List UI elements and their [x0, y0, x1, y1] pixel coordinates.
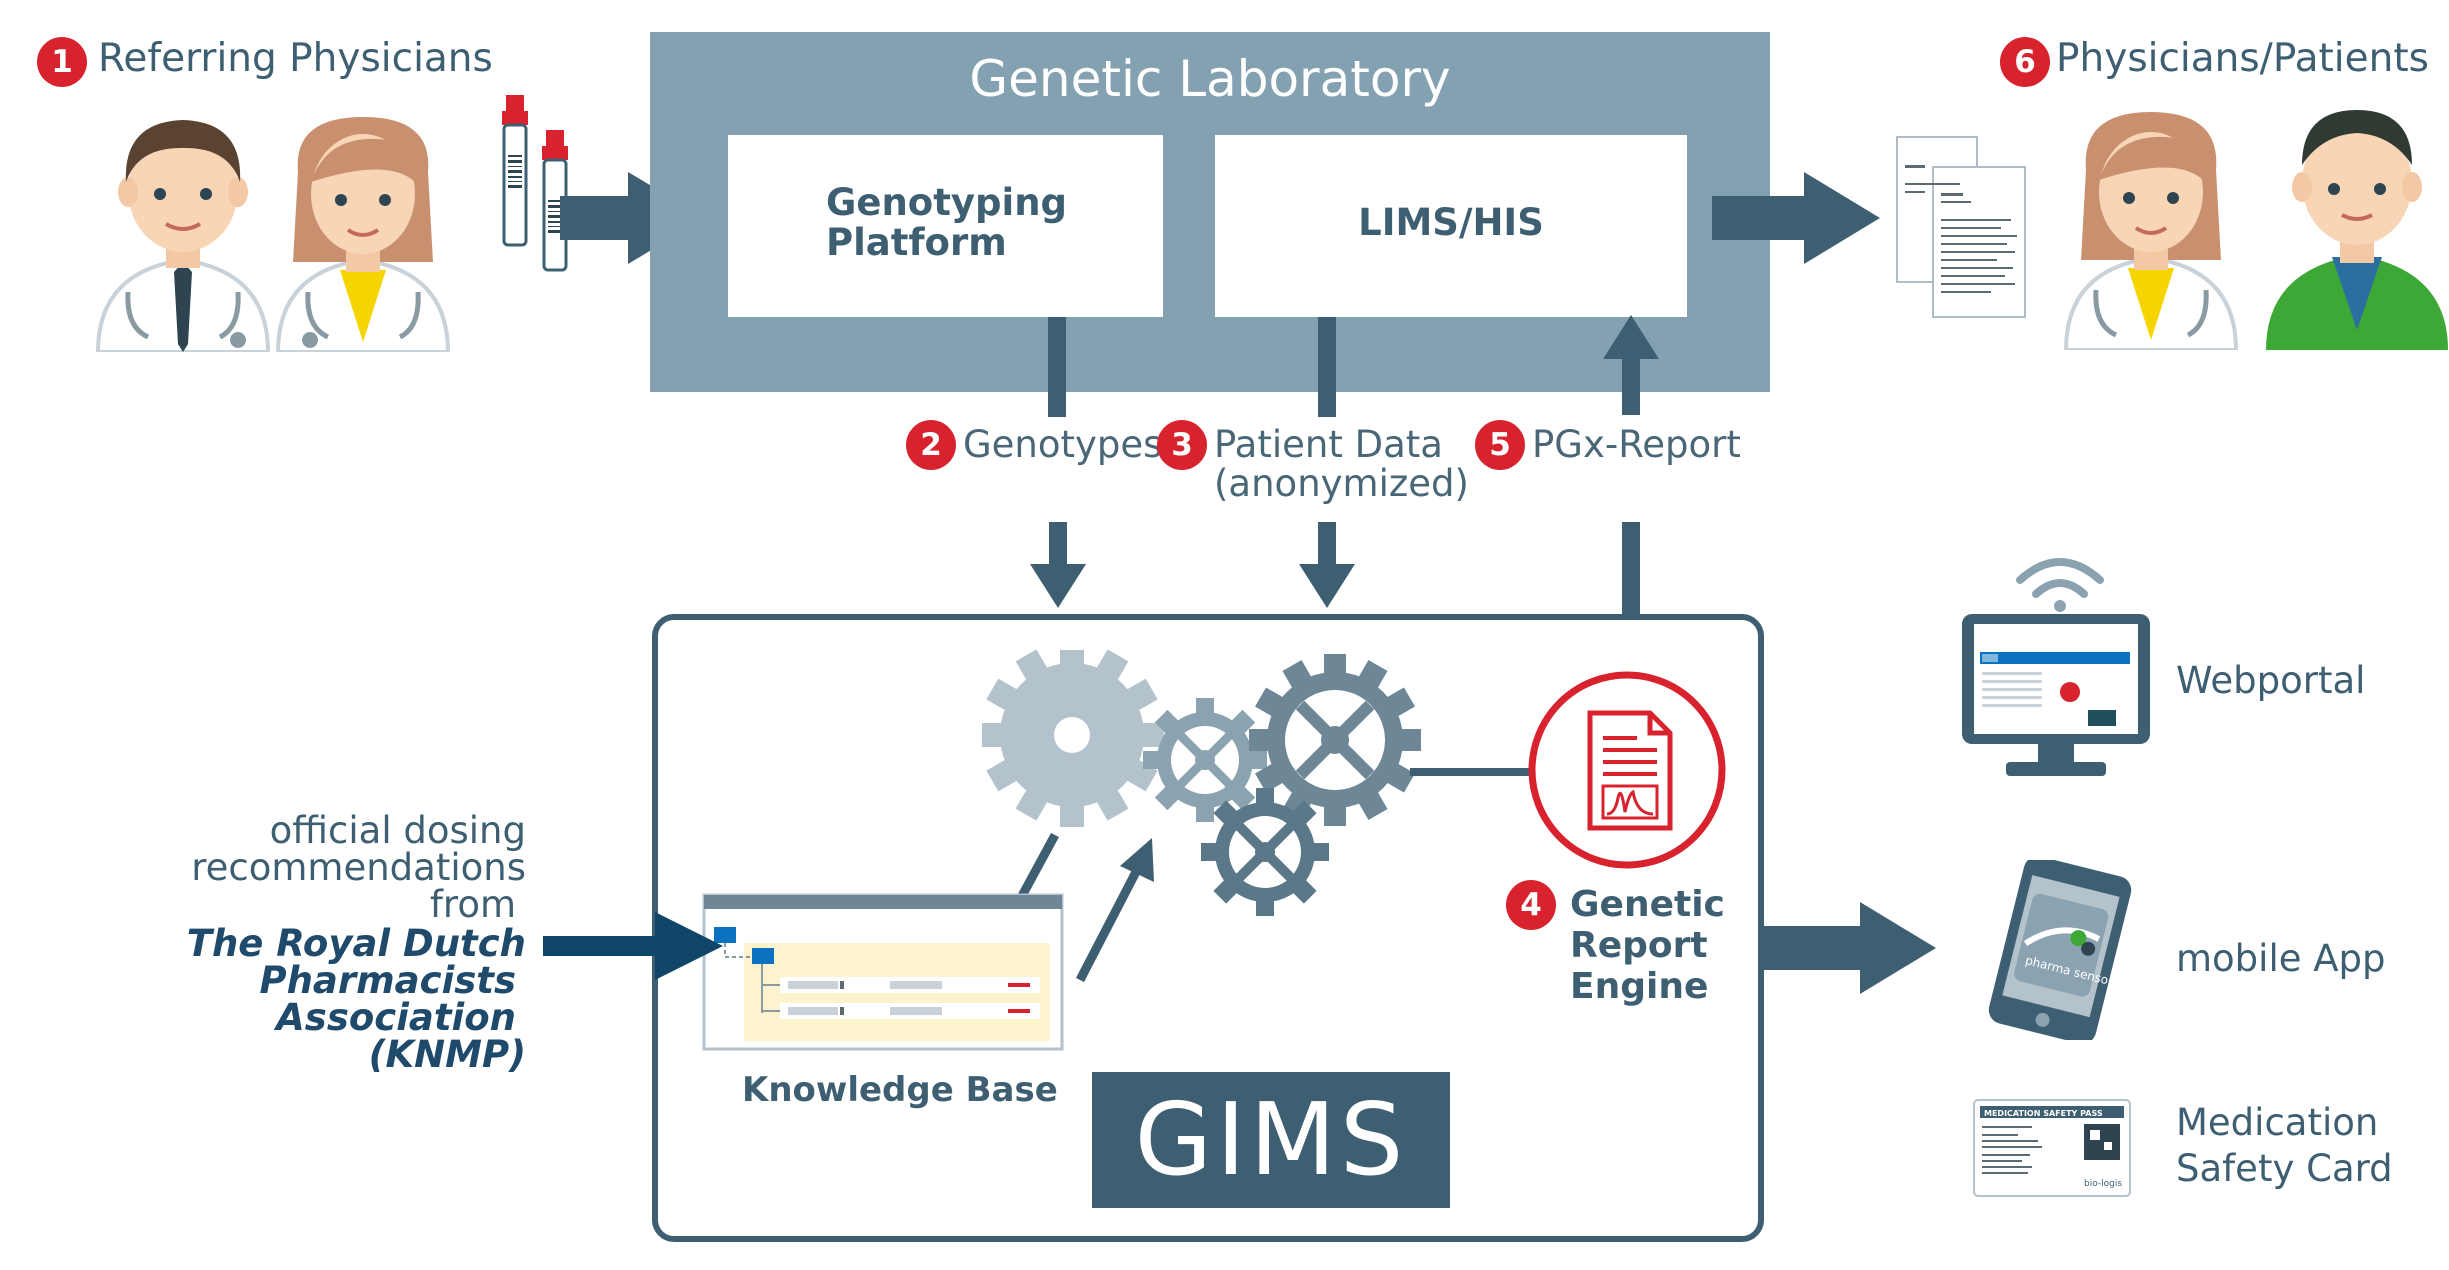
- pgx-report-label: PGx-Report: [1532, 423, 1741, 466]
- doctor-female-icon: [275, 117, 451, 352]
- genetic-report-engine-label-2: Report: [1570, 925, 1708, 966]
- smartphone-icon: pharma sensor: [1988, 860, 2132, 1040]
- genotyping-platform-box: [728, 135, 1163, 317]
- lims-his-box: [1215, 135, 1687, 317]
- patient-icon: [2266, 110, 2448, 350]
- genotyping-platform-label-1: Genotyping: [826, 181, 1068, 224]
- patient-data-label: Patient Data: [1214, 423, 1443, 466]
- webportal-label: Webportal: [2176, 659, 2366, 702]
- referring-physicians-label: Referring Physicians: [98, 36, 493, 81]
- arrow-lab-to-recipients: [1712, 172, 1880, 264]
- safety-card-label-2: Safety Card: [2176, 1147, 2393, 1190]
- arrow-samples-to-lab: [560, 172, 705, 264]
- connector-genotypes-top: [1048, 317, 1066, 417]
- genetic-laboratory-title: Genetic Laboratory: [969, 50, 1451, 108]
- badge-step-6: 6: [2000, 37, 2050, 87]
- physicians-patients-label: Physicians/Patients: [2056, 36, 2429, 81]
- genetic-report-engine-label-3: Engine: [1570, 966, 1709, 1007]
- genotyping-platform-label-2: Platform: [826, 221, 1007, 264]
- genotypes-label: Genotypes: [963, 423, 1163, 466]
- knowledge-base-window-icon: [702, 893, 1064, 1051]
- gear-icon: [982, 650, 1421, 916]
- monitor-icon: [1962, 614, 2150, 776]
- arrow-genotypes-down: [1030, 522, 1086, 608]
- id-card-icon: MEDICATION SAFETY PASS bio-logis: [1973, 1099, 2131, 1197]
- lims-his-label: LIMS/HIS: [1358, 201, 1544, 244]
- card-header: MEDICATION SAFETY PASS: [1984, 1109, 2103, 1118]
- arrow-patient-data-down: [1299, 522, 1355, 608]
- blood-tube-icon: [502, 95, 568, 272]
- knowledge-base-label: Knowledge Base: [742, 1070, 1058, 1110]
- arrow-gims-to-outputs: [1764, 902, 1936, 994]
- mobile-app-label: mobile App: [2176, 937, 2386, 980]
- genetic-report-engine-label-1: Genetic: [1570, 884, 1725, 925]
- card-logo: bio-logis: [2084, 1179, 2122, 1189]
- recommendation-line-2: recommendations: [191, 846, 526, 889]
- report-engine-icon: [1528, 671, 1726, 869]
- knmp-line-3: Association: [276, 996, 516, 1039]
- gims-label: GIMS: [1092, 1072, 1450, 1208]
- report-document-icon: [1896, 136, 2026, 318]
- knmp-line-2: Pharmacists: [259, 959, 516, 1002]
- recommendation-line-1: official dosing: [269, 809, 526, 852]
- doctor-male-icon: [95, 120, 271, 352]
- arrow-gears-to-engine: [1410, 754, 1580, 790]
- recommendation-line-3: from: [429, 883, 516, 926]
- knmp-line-1: The Royal Dutch: [186, 922, 526, 965]
- safety-card-label-1: Medication: [2176, 1101, 2379, 1144]
- badge-step-1: 1: [37, 37, 87, 87]
- connector-patient-data-top: [1318, 317, 1336, 417]
- doctor-female-icon: [2063, 112, 2239, 350]
- badge-step-3: 3: [1157, 420, 1207, 470]
- badge-step-5: 5: [1475, 420, 1525, 470]
- badge-step-4: 4: [1506, 880, 1556, 930]
- arrow-knowledge-base-to-gears: [1076, 838, 1154, 983]
- arrow-pgx-report-up: [1603, 315, 1659, 415]
- arrow-knmp-to-knowledge-base: [543, 912, 723, 980]
- wifi-icon: [2016, 558, 2104, 612]
- knmp-line-4: (KNMP): [368, 1033, 526, 1076]
- connector-pgx-report-bottom: [1622, 522, 1640, 614]
- badge-step-2: 2: [906, 420, 956, 470]
- patient-data-anonymized-label: (anonymized): [1214, 462, 1469, 505]
